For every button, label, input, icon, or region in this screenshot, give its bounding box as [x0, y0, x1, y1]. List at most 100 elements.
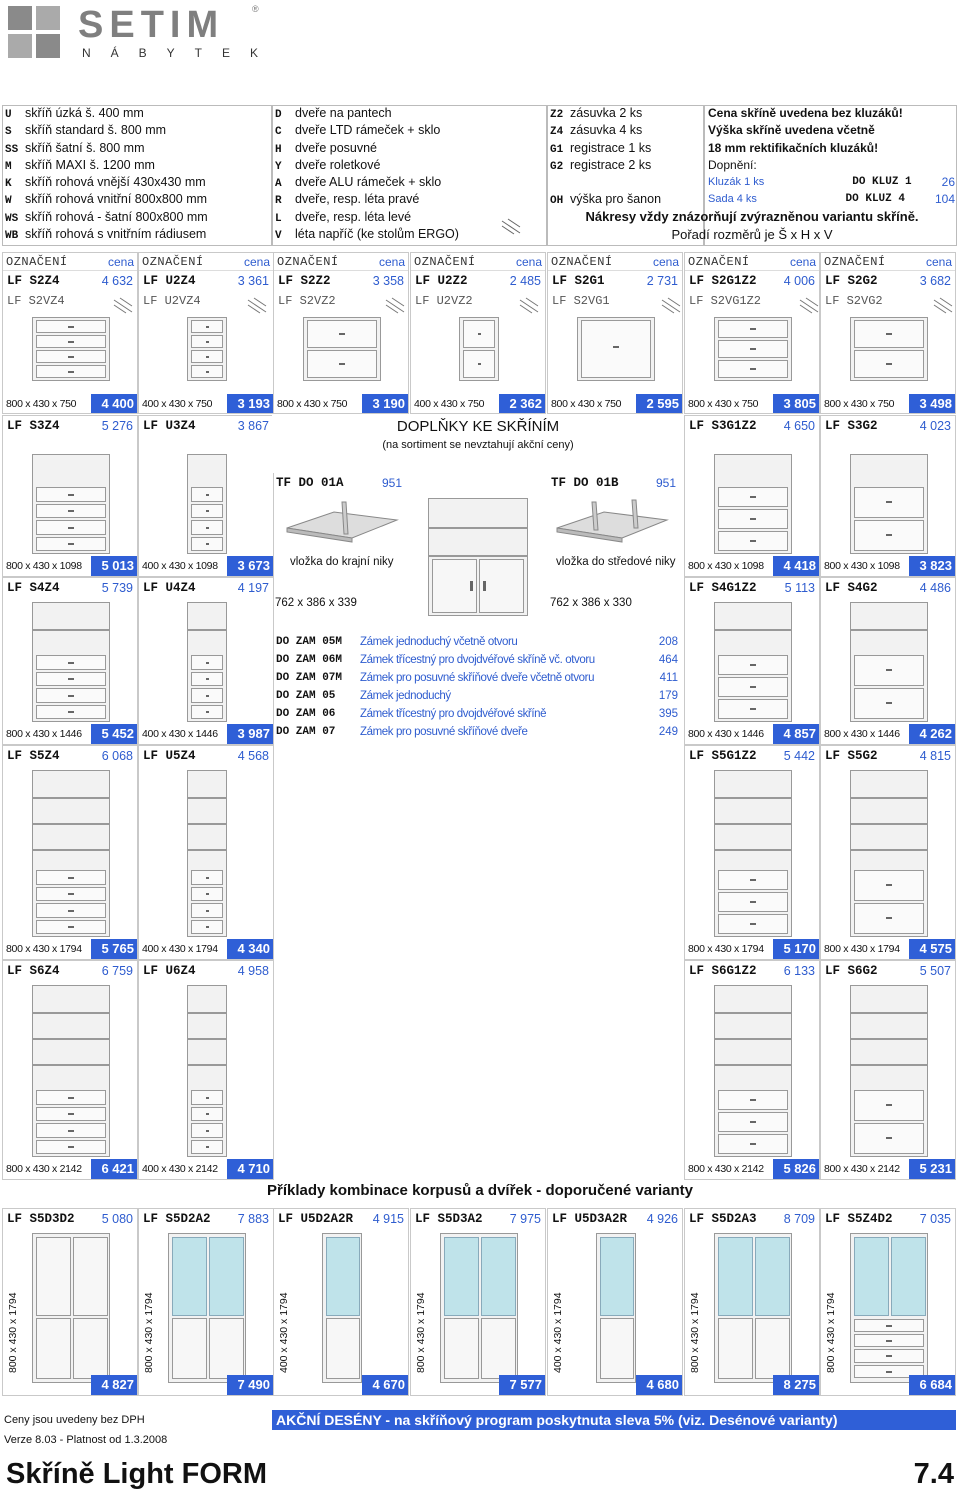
legend-code: V — [275, 230, 282, 243]
combo-dimensions: 800 x 430 x 1794 — [415, 1292, 427, 1373]
cabinet-drawing — [850, 454, 928, 554]
cabinet-drawing — [187, 454, 227, 554]
product-code: LF U6Z4 — [143, 964, 196, 978]
logo-square — [8, 34, 32, 58]
combo-title: Příklady kombinace korpusů a dvířek - do… — [267, 1182, 693, 1199]
action-price: 3 805 — [773, 394, 819, 413]
insert-a-drawing — [286, 501, 399, 543]
product-code: LF U2Z4 — [143, 274, 196, 288]
combo-dimensions: 800 x 430 x 1794 — [825, 1292, 837, 1373]
legend-code: W — [5, 195, 12, 208]
lock-price: 249 — [658, 726, 678, 738]
product-code: LF S5Z4 — [7, 749, 60, 763]
cabinet-drawing — [850, 770, 928, 937]
cabinet-drawing — [303, 317, 381, 381]
product-code: LF S4G1Z2 — [689, 581, 757, 595]
product-price: 5 113 — [784, 581, 815, 595]
product-price: 5 442 — [783, 749, 815, 763]
lock-price: 411 — [659, 672, 678, 684]
lock-code: DO ZAM 07 — [276, 726, 336, 738]
action-price: 2 362 — [499, 394, 545, 413]
cabinet-drawing — [187, 770, 227, 937]
header-label: OZNAČENÍ — [142, 255, 204, 269]
product-price: 3 361 — [237, 274, 269, 288]
note-no-glides: Cena skříně uvedena bez kluzáků! — [708, 106, 903, 120]
product-dimensions: 800 x 430 x 2142 — [688, 1163, 764, 1175]
header-label: OZNAČENÍ — [551, 255, 613, 269]
header-price: cena — [789, 255, 816, 269]
product-code: LF S5G2 — [825, 749, 878, 763]
product-code: LF S6Z4 — [7, 964, 60, 978]
legend-box-drawers — [547, 105, 704, 246]
action-price: 4 575 — [909, 939, 955, 959]
lock-label: Zámek pro posuvné skříňové dveře — [360, 726, 528, 738]
product-code: LF S6G1Z2 — [689, 964, 757, 978]
legend-code: A — [275, 178, 282, 191]
lock-price: 464 — [658, 654, 678, 666]
legend-code: G2 — [550, 160, 564, 173]
product-price: 4 486 — [919, 581, 951, 595]
note-height: Výška skříně uvedena včetně — [708, 123, 875, 138]
product-code: LF S2Z2 — [278, 274, 331, 288]
combo-price: 7 035 — [919, 1212, 951, 1226]
cabinet-drawing — [850, 317, 928, 381]
action-price: 5 013 — [91, 556, 137, 576]
combo-dimensions: 800 x 430 x 1794 — [689, 1292, 701, 1373]
hatch-icon — [518, 296, 540, 314]
legend-code: Y — [275, 160, 282, 173]
cabinet-drawing — [714, 985, 792, 1157]
product-alt-code: LF S2VG1Z2 — [689, 294, 762, 308]
legend-code: WB — [5, 230, 19, 243]
product-price: 3 682 — [919, 274, 951, 288]
page-number: 7.4 — [913, 1458, 954, 1490]
legend-text: dveře, resp. léta pravé — [295, 192, 420, 207]
legend-text: dveře ALU rámeček + sklo — [295, 175, 442, 190]
cabinet-drawing — [187, 602, 227, 722]
combo-cabinet-drawing — [714, 1233, 792, 1383]
glide-set-label: Sada 4 ks — [708, 193, 757, 206]
legend-text: dveře posuvné — [295, 140, 378, 155]
cabinet-drawing — [187, 985, 227, 1157]
hatch-icon — [384, 296, 406, 314]
combo-price: 8 709 — [783, 1212, 815, 1226]
logo-registered: ® — [252, 4, 259, 14]
combo-price: 7 883 — [237, 1212, 269, 1226]
logo-subtitle: NÁBYTEK — [82, 46, 279, 60]
action-price: 4 857 — [773, 724, 819, 744]
product-price: 4 650 — [783, 419, 815, 433]
product-code: LF U5Z4 — [143, 749, 196, 763]
legend-code: SS — [5, 143, 19, 156]
legend-text: skříň standard š. 800 mm — [25, 123, 167, 138]
glide-single-label: Kluzák 1 ks — [708, 176, 765, 189]
insert-a-dims: 762 x 386 x 339 — [275, 597, 357, 609]
cabinet-drawing — [577, 317, 655, 381]
combo-action-price: 4 680 — [636, 1375, 682, 1395]
hatch-icon — [246, 296, 268, 314]
combo-cabinet-drawing — [32, 1233, 110, 1383]
insert-a-price: 951 — [382, 476, 403, 490]
combo-dimensions: 800 x 430 x 1794 — [7, 1292, 19, 1373]
lock-price: 179 — [658, 690, 678, 702]
action-price: 6 421 — [91, 1159, 137, 1179]
product-dimensions: 800 x 430 x 1098 — [688, 560, 764, 572]
product-dimensions: 800 x 430 x 750 — [688, 398, 759, 410]
